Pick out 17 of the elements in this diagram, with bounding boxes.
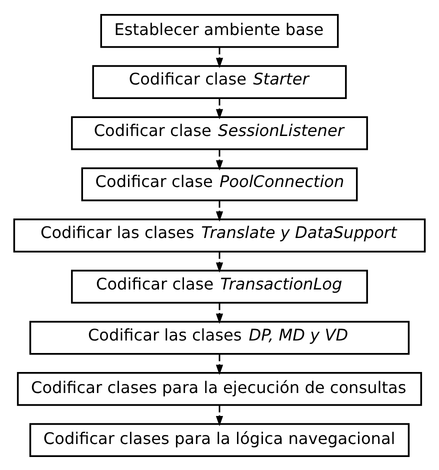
arrow bbox=[216, 302, 224, 324]
node-box: Codificar clase PoolConnection bbox=[81, 166, 358, 201]
node-box: Codificar clase SessionListener bbox=[71, 116, 368, 150]
arrow bbox=[216, 98, 224, 119]
node-box: Codificar las clases DP, MD y VD bbox=[29, 320, 410, 354]
arrow bbox=[216, 148, 224, 170]
node-box: Codificar clases para la ejecución de consultas bbox=[16, 371, 422, 406]
arrow bbox=[216, 353, 224, 375]
arrow bbox=[216, 200, 224, 222]
arrow bbox=[216, 404, 224, 426]
node-box: Codificar clase TransactionLog bbox=[71, 269, 368, 304]
node-box: Codificar clase Starter bbox=[92, 64, 347, 99]
arrow bbox=[216, 46, 224, 68]
node-box: Codificar clases para la lógica navegacional bbox=[29, 422, 410, 457]
node-box: Codificar las clases Translate y DataSupport bbox=[13, 218, 426, 252]
arrow bbox=[216, 251, 224, 272]
node-box: Establecer ambiente base bbox=[100, 13, 339, 48]
